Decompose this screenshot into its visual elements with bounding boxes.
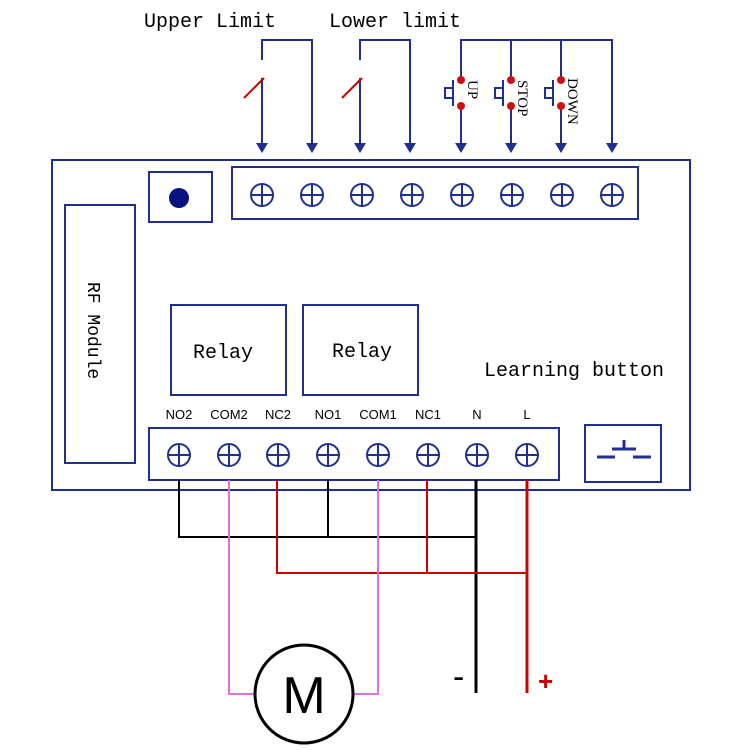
stop-arrow: [505, 143, 517, 153]
terminal-label-no2: NO2: [166, 407, 193, 422]
down-arrow: [555, 143, 567, 153]
upper-limit-label: Upper Limit: [144, 11, 276, 34]
relay-2-box: [170, 304, 287, 396]
plus-label: +: [538, 666, 553, 696]
top-terminal-screw-4: [400, 183, 424, 207]
stop-button-symbol: [494, 76, 515, 110]
top-terminal-screw-2: [300, 183, 324, 207]
top-terminals: [250, 183, 624, 207]
bottom-terminals: [167, 443, 539, 467]
control-buttons-wiring: [460, 39, 613, 148]
stop-label: STOP: [514, 80, 530, 116]
bottom-terminal-screw-l: [515, 443, 539, 467]
terminal-label-nc1: NC1: [415, 407, 441, 422]
rf-module: [64, 204, 136, 464]
top-terminal-screw-5: [450, 183, 474, 207]
black-wire-no2-no1-n: [178, 480, 329, 538]
led-indicator-icon: [169, 188, 189, 208]
pink-wire-com2: [228, 480, 256, 695]
upper-limit-arrow-1: [256, 143, 268, 153]
bottom-terminal-labels: NO2 COM2 NC2 NO1 COM1 NC1 N L: [166, 407, 531, 422]
terminal-label-nc2: NC2: [265, 407, 291, 422]
top-terminal-screw-8: [600, 183, 624, 207]
bottom-terminal-screw-com2: [217, 443, 241, 467]
motor-symbol: [253, 643, 355, 745]
bottom-terminal-screw-no2: [167, 443, 191, 467]
top-terminal-screw-3: [350, 183, 374, 207]
top-terminal-screw-1: [250, 183, 274, 207]
rf-module-label: RF Module: [82, 282, 102, 379]
lower-limit-switch: [341, 39, 411, 148]
up-label: UP: [464, 80, 480, 99]
top-terminal-screw-7: [550, 183, 574, 207]
relay-1-box: [302, 304, 419, 396]
terminal-label-n: N: [472, 407, 481, 422]
learning-button-label: Learning button: [484, 360, 664, 383]
bottom-terminal-screw-no1: [316, 443, 340, 467]
minus-label: -: [453, 658, 464, 696]
lower-limit-arrow-2: [404, 143, 416, 153]
upper-limit-switch: [243, 39, 313, 148]
lower-limit-label: Lower limit: [329, 11, 461, 34]
down-label: DOWN: [564, 78, 580, 125]
upper-limit-arrow-2: [306, 143, 318, 153]
red-wire-nc2-nc1-l: [276, 480, 527, 574]
relay-1-label: Relay: [332, 341, 392, 364]
motor-label: M: [282, 667, 325, 725]
terminal-label-com1: COM1: [359, 407, 397, 422]
terminal-label-com2: COM2: [210, 407, 248, 422]
bottom-terminal-block: [148, 427, 560, 481]
common-arrow: [606, 143, 618, 153]
bottom-terminal-screw-n: [465, 443, 489, 467]
terminal-label-no1: NO1: [315, 407, 342, 422]
lower-limit-arrow-1: [354, 143, 366, 153]
up-arrow: [455, 143, 467, 153]
terminal-label-l: L: [523, 407, 530, 422]
up-button-symbol: [444, 76, 465, 110]
bottom-terminal-screw-nc1: [416, 443, 440, 467]
pink-wire-com1: [352, 480, 379, 695]
top-terminal-block: [231, 166, 639, 220]
top-terminal-screw-6: [500, 183, 524, 207]
down-button-symbol: [544, 76, 565, 110]
bottom-terminal-screw-com1: [366, 443, 390, 467]
relay-2-label: Relay: [193, 342, 253, 365]
bottom-terminal-screw-nc2: [266, 443, 290, 467]
learning-button[interactable]: [584, 424, 662, 483]
